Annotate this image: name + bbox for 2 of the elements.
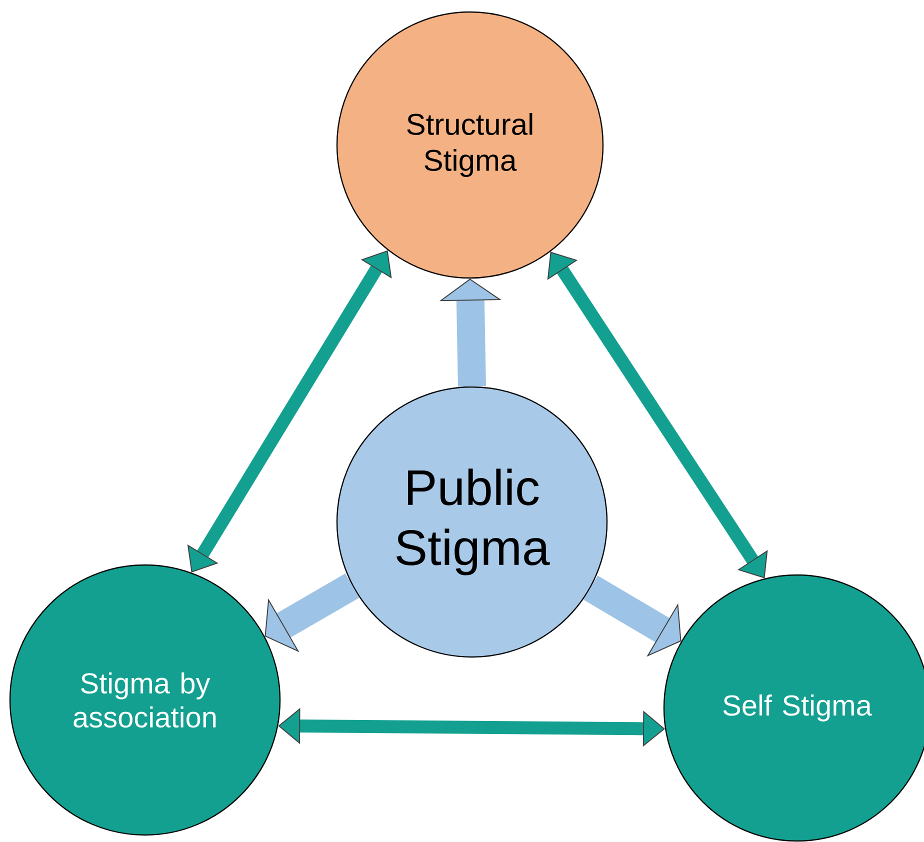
arrow [264,574,360,652]
arrow [547,252,768,578]
